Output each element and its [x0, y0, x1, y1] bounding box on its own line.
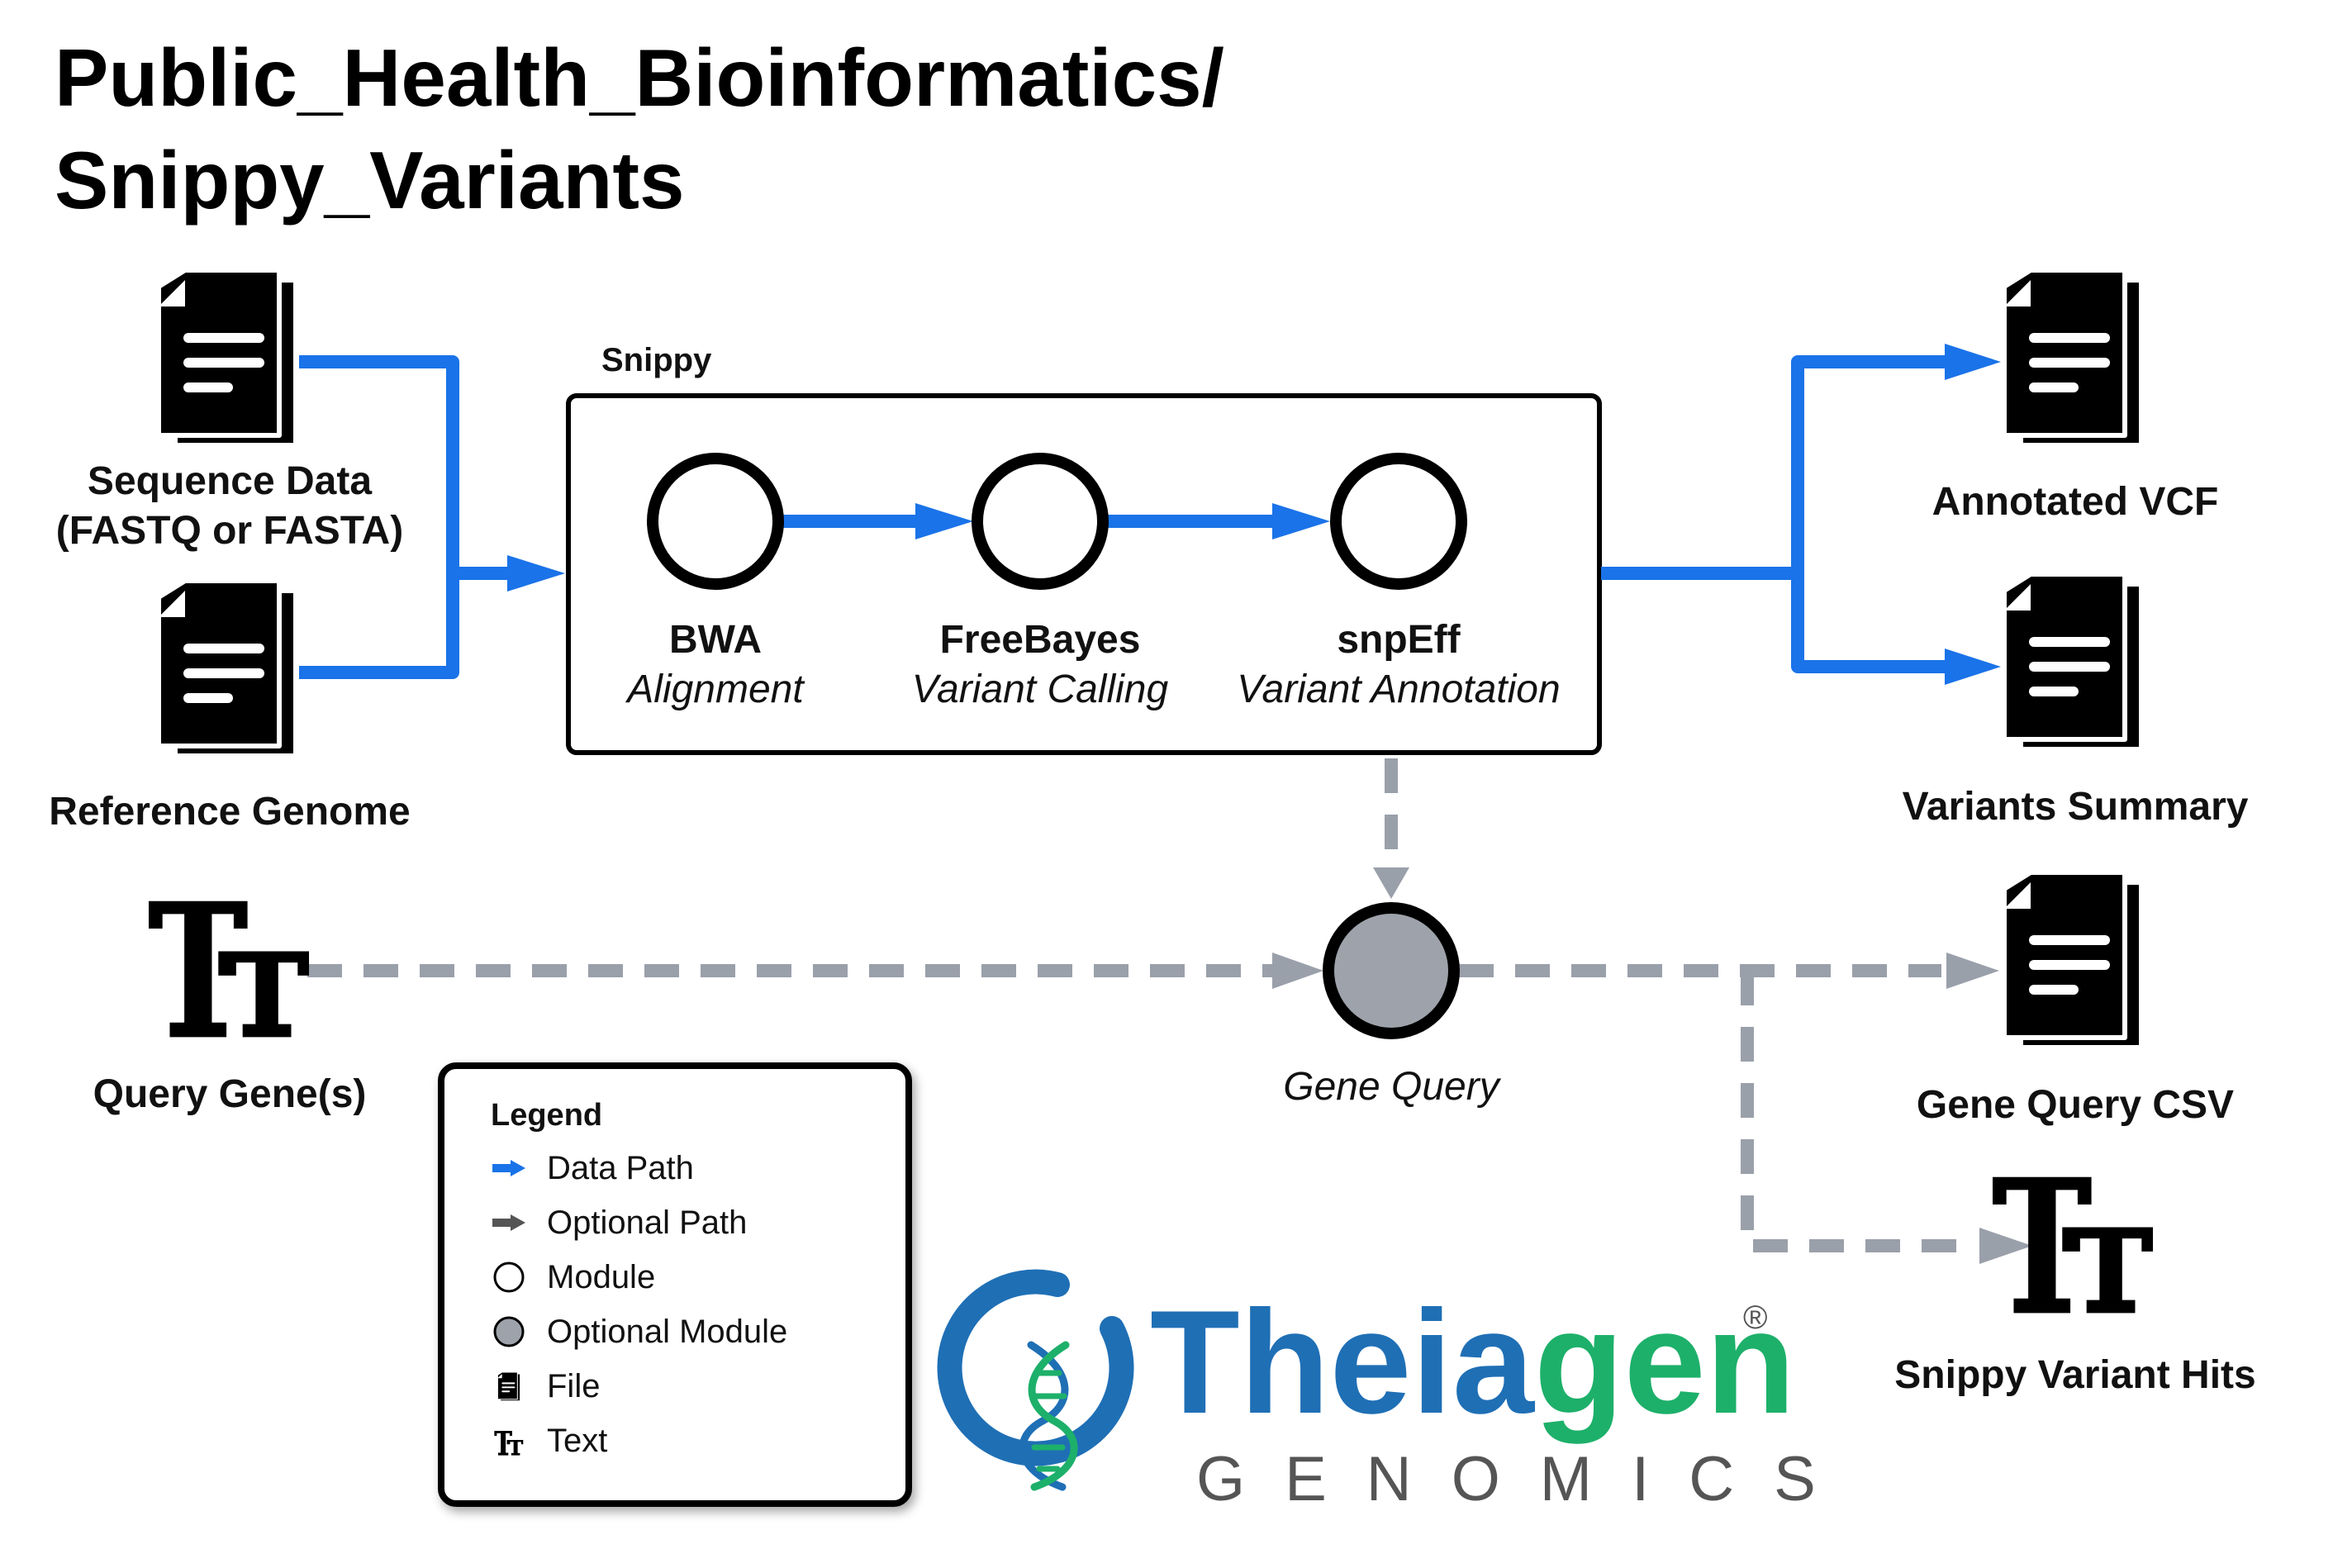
reference-genome-label: Reference Genome — [49, 790, 411, 834]
gene-query-label: Gene Query — [1283, 1065, 1501, 1109]
module-freebayes — [972, 453, 1109, 590]
logo-wordmark: Theiagen — [1150, 1280, 1795, 1444]
legend-item-module: Module — [547, 1259, 655, 1295]
legend-item-data-path: Data Path — [547, 1150, 694, 1186]
logo-tagline: GENOMICS — [1196, 1444, 1855, 1514]
legend-box — [438, 1062, 912, 1507]
sequence-data-file-icon — [159, 270, 296, 445]
logo-ring — [937, 1269, 1134, 1466]
variants-summary-label: Variants Summary — [1903, 785, 2249, 829]
data-path-outputs — [1601, 355, 1955, 673]
file-icon — [497, 1372, 521, 1402]
gene-query-csv-label: Gene Query CSV — [1917, 1083, 2234, 1127]
module-freebayes-subtitle: Variant Calling — [912, 668, 1169, 711]
registered-mark: ® — [1743, 1300, 1767, 1336]
optional-module-gene-query — [1323, 902, 1460, 1039]
optional-path-arrowhead — [1979, 1228, 2032, 1264]
theiagen-logo: Theiagen ® GENOMICS — [937, 1269, 1855, 1514]
optional-path-arrow-icon — [492, 1214, 525, 1231]
data-path-arrowhead — [1945, 649, 2001, 685]
data-path-arrowhead — [507, 555, 565, 592]
legend-title: Legend — [491, 1098, 602, 1133]
page-title-line2: Snippy_Variants — [55, 135, 685, 226]
legend: Legend Data Path Optional Path Module Op… — [438, 1062, 912, 1507]
gene-query-csv-file-icon — [2004, 872, 2141, 1048]
module-snpeff-name: snpEff — [1337, 618, 1461, 662]
optional-module-circle-icon — [493, 1316, 525, 1347]
module-snpeff-subtitle: Variant Annotation — [1237, 668, 1560, 711]
dna-helix-icon — [1019, 1341, 1078, 1491]
data-path-arrowhead — [1945, 344, 2001, 380]
module-snpeff — [1330, 453, 1467, 590]
annotated-vcf-label: Annotated VCF — [1932, 480, 2219, 524]
legend-item-file: File — [547, 1368, 600, 1404]
reference-genome-file-icon — [159, 581, 296, 756]
legend-item-optional-module: Optional Module — [547, 1314, 787, 1350]
optional-path-arrowhead — [1946, 953, 1999, 989]
data-path-arrow-icon — [492, 1160, 525, 1176]
sequence-data-label-line2: (FASTQ or FASTA) — [56, 509, 403, 553]
page-title-line1: Public_Health_Bioinformatics/ — [55, 32, 1224, 123]
optional-paths — [307, 758, 1976, 1252]
module-bwa-name: BWA — [669, 618, 762, 662]
optional-path-arrowhead — [1272, 953, 1323, 989]
snippy-variant-hits-label: Snippy Variant Hits — [1894, 1353, 2255, 1397]
annotated-vcf-file-icon — [2004, 270, 2141, 445]
module-circle-icon — [493, 1262, 525, 1293]
sequence-data-label-line1: Sequence Data — [88, 459, 372, 503]
module-freebayes-name: FreeBayes — [940, 618, 1141, 662]
module-bwa-subtitle: Alignment — [625, 668, 805, 711]
snippy-group-label: Snippy — [601, 342, 712, 378]
legend-item-text: Text — [547, 1423, 607, 1459]
legend-item-optional-path: Optional Path — [547, 1205, 747, 1241]
module-bwa — [647, 453, 784, 590]
optional-path-arrowhead — [1373, 867, 1409, 899]
data-path-modules — [782, 503, 1330, 539]
query-genes-text-icon — [149, 900, 310, 1038]
query-genes-label: Query Gene(s) — [93, 1072, 367, 1116]
variants-summary-file-icon — [2004, 574, 2141, 749]
